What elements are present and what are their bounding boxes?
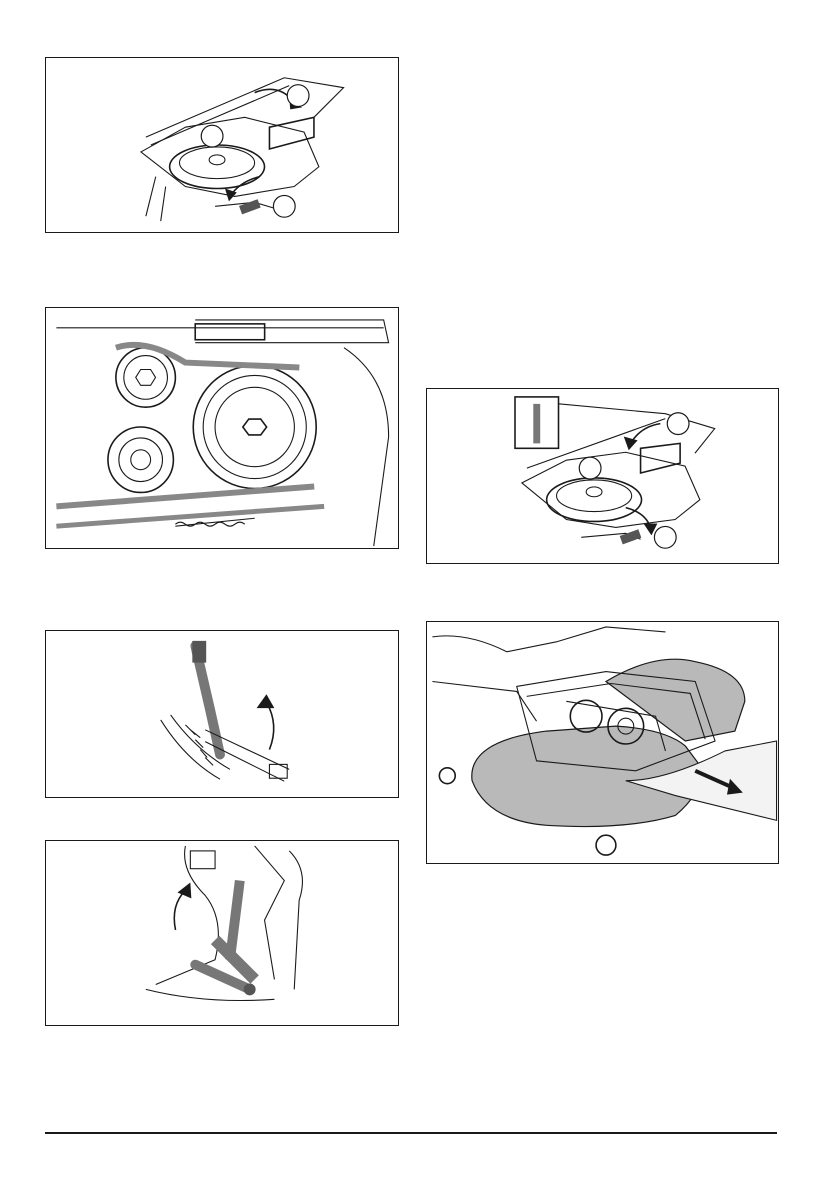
curved-arrow-icon bbox=[266, 702, 273, 749]
callout-3 bbox=[273, 195, 295, 217]
callout-3 bbox=[654, 526, 676, 548]
figure-deck-pull-out bbox=[426, 621, 779, 864]
callout-1 bbox=[667, 413, 689, 435]
figure-belt-pulleys bbox=[45, 307, 399, 549]
pulley-lever-inset-illustration bbox=[427, 389, 778, 563]
figure-deck-lift-pedal bbox=[45, 840, 399, 1026]
figure-pulley-lever-inset bbox=[426, 388, 779, 564]
figure-cutting-height-lever bbox=[45, 630, 399, 798]
callout-2 bbox=[201, 125, 223, 147]
figure-pulley-lever-remove bbox=[45, 57, 399, 233]
callout-1 bbox=[287, 85, 309, 107]
pulley-lever-illustration bbox=[46, 58, 398, 232]
callout-2 bbox=[579, 457, 601, 479]
footer-rule bbox=[45, 1132, 777, 1134]
curved-arrow-icon bbox=[174, 890, 185, 930]
deck-pull-out-illustration bbox=[427, 622, 778, 863]
belt-pulleys-illustration bbox=[46, 308, 398, 548]
deck-lift-pedal-illustration bbox=[46, 841, 398, 1025]
cutting-height-lever-illustration bbox=[46, 631, 398, 797]
